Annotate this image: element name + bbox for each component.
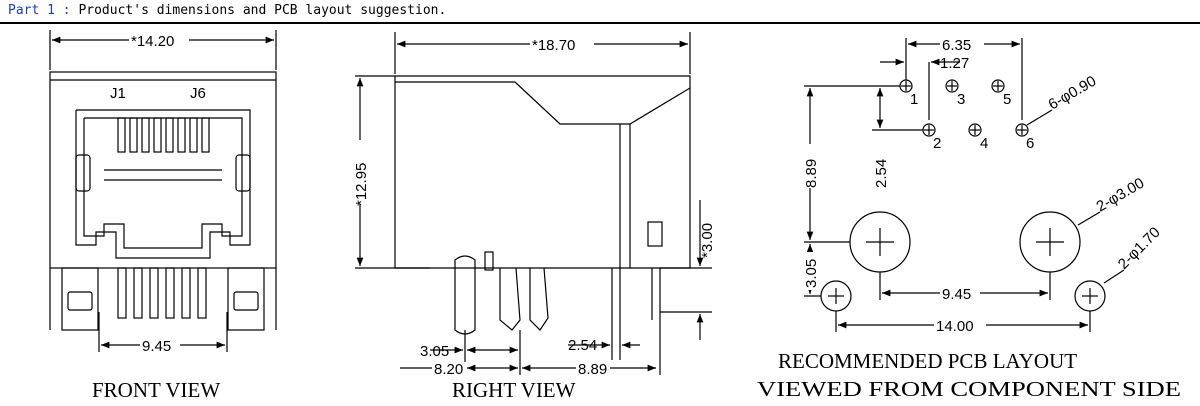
pcb-pin-4: 4	[980, 135, 988, 152]
pcb-signal-pins	[899, 79, 1029, 137]
front-pin-spacing-dim: 9.45	[142, 338, 171, 355]
pcb-dim-1400: 14.00	[936, 318, 974, 335]
jack-opening	[75, 109, 251, 259]
pcb-callout-pins: 6-φ0.90	[1046, 73, 1100, 114]
pcb-dim-635: 6.35	[942, 37, 971, 54]
right-dim-254: 2.54	[568, 337, 597, 354]
header-part: Part 1 :	[8, 3, 71, 18]
pcb-caption-line2: VIEWED FROM COMPONENT SIDE	[757, 377, 1181, 401]
pcb-pin-1: 1	[910, 91, 918, 108]
right-dim-305: 3.05	[420, 343, 449, 360]
pcb-callout-large: 2-φ3.00	[1094, 175, 1148, 216]
right-body-outline	[394, 75, 691, 269]
pcb-dim-305: 3.05	[803, 259, 820, 288]
pcb-dim-945: 9.45	[942, 286, 971, 303]
right-height-dim: *12.95	[353, 163, 370, 206]
pcb-dim-254: 2.54	[873, 159, 890, 188]
pcb-pin-2: 2	[933, 135, 941, 152]
label-j6: J6	[190, 85, 206, 102]
right-view-caption: RIGHT VIEW	[452, 378, 576, 402]
pcb-callout-small: 2-φ1.70	[1115, 224, 1164, 273]
right-dim-889: 8.89	[578, 361, 607, 378]
header-title: Product's dimensions and PCB layout sugg…	[78, 3, 447, 18]
header-rule	[0, 22, 1200, 24]
right-dim-820: 8.20	[434, 361, 463, 378]
front-body-outline	[49, 71, 277, 269]
front-view-caption: FRONT VIEW	[92, 378, 220, 402]
right-pin-length-dim: *3.00	[699, 223, 716, 258]
pcb-pin-6: 6	[1026, 135, 1034, 152]
pcb-dim-127: 1.27	[940, 55, 969, 72]
pcb-pin-3: 3	[957, 91, 965, 108]
front-view	[49, 30, 277, 352]
label-j1: J1	[110, 85, 126, 102]
header: Part 1 : Product's dimensions and PCB la…	[8, 3, 446, 18]
front-width-dim: *14.20	[131, 33, 174, 50]
right-length-dim: *18.70	[532, 37, 575, 54]
pcb-dim-889: 8.89	[803, 159, 820, 188]
pcb-pin-5: 5	[1003, 91, 1011, 108]
right-view	[355, 32, 712, 375]
pcb-caption-line1: RECOMMENDED PCB LAYOUT	[778, 349, 1077, 373]
